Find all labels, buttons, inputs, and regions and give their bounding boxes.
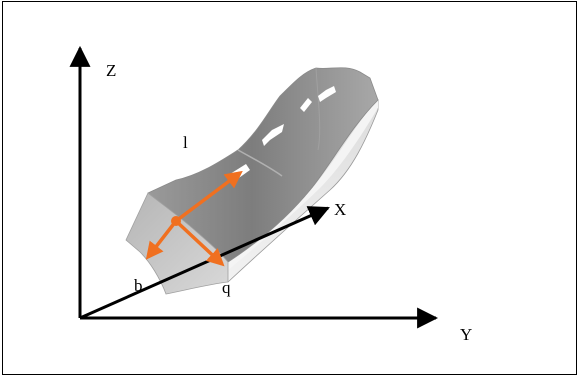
length-label: l bbox=[183, 133, 188, 152]
beam-crease bbox=[315, 67, 321, 151]
beam-cut-mark bbox=[262, 124, 284, 146]
local-axis-width bbox=[145, 219, 178, 260]
y-axis-label: Y bbox=[460, 325, 472, 344]
beam-side-highlight bbox=[228, 100, 378, 270]
local-origin bbox=[171, 216, 181, 226]
x-axis bbox=[79, 206, 330, 320]
beam-cut-mark bbox=[300, 98, 312, 112]
width-label: b bbox=[134, 276, 143, 295]
local-axis-length bbox=[174, 170, 243, 223]
local-axis-thickness bbox=[174, 219, 225, 267]
z-axis-label: Z bbox=[106, 61, 116, 80]
beam-crease bbox=[237, 149, 283, 177]
beam-cut-mark bbox=[318, 86, 336, 102]
thickness-label: q bbox=[222, 278, 231, 297]
x-axis-label: X bbox=[334, 200, 346, 219]
